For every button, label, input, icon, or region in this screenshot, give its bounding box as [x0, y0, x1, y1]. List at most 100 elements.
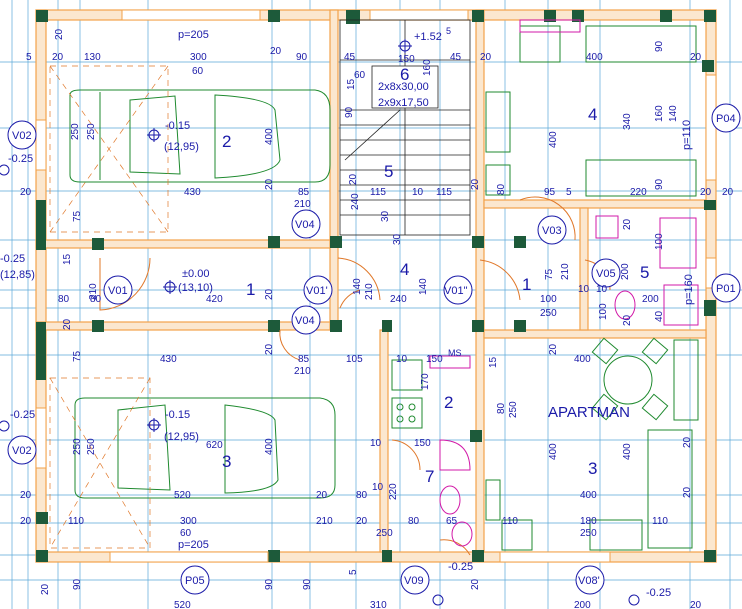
parapet-ms: MS [448, 348, 462, 358]
dim: 140 [668, 105, 679, 122]
stair-run-1: 2x8x30,00 [378, 81, 429, 93]
dim: 80 [408, 516, 420, 527]
furniture [391, 25, 699, 551]
dim: 90 [296, 52, 308, 63]
dim: 20 [264, 343, 275, 355]
level-bottom-b: -0.25 [646, 587, 671, 599]
level-left-c-abs: (12,85) [0, 269, 35, 281]
room-number-garage-top: 2 [222, 132, 231, 151]
room-number-hall-right: 1 [522, 275, 531, 294]
dim: 20 [316, 490, 328, 501]
dim: 250 [540, 308, 557, 319]
dim: 210 [88, 283, 99, 300]
dim: 15 [62, 253, 73, 265]
dim: 20 [52, 52, 64, 63]
dim: 80 [90, 294, 102, 305]
dim: 75 [72, 210, 83, 222]
dim: 80 [496, 183, 507, 195]
car-top [69, 89, 331, 183]
tag-v02-bottom: V02 [12, 445, 32, 457]
tag-v03: V03 [542, 225, 562, 237]
dim: 400 [580, 490, 597, 501]
dim: 45 [450, 52, 462, 63]
dim: 250 [508, 401, 519, 418]
level-garage-top-abs: (12,95) [164, 141, 199, 153]
dim: 520 [174, 600, 191, 609]
dim: 105 [346, 354, 363, 365]
tag-v02-top: V02 [12, 130, 32, 142]
room-number-garage-bottom: 3 [222, 452, 231, 471]
dim: 340 [622, 113, 633, 130]
dim: 40 [654, 310, 665, 322]
dim: 20 [348, 173, 359, 185]
dim: 60 [192, 66, 204, 77]
level-markers [0, 39, 640, 606]
dim: 115 [370, 187, 386, 198]
level-bottom-a: -0.25 [448, 561, 473, 573]
dim: 300 [190, 52, 207, 63]
dim: 400 [574, 354, 591, 365]
dim: 20 [622, 218, 633, 230]
dim: 90 [302, 578, 313, 590]
dim: 90 [344, 106, 355, 118]
dim: 20 [682, 486, 693, 498]
dim: 240 [350, 193, 361, 210]
dim: 140 [352, 278, 363, 295]
dim: 400 [264, 438, 275, 455]
dim: 90 [72, 578, 83, 590]
level-garage-bottom: -0.15 [165, 409, 190, 421]
dim: 115 [436, 187, 452, 198]
level-hall-abs: (13,10) [178, 282, 213, 294]
dim: 140 [418, 278, 429, 295]
dim: 65 [446, 516, 458, 527]
dim: 20 [470, 178, 481, 190]
dim: 220 [388, 483, 399, 500]
dim: 520 [174, 490, 191, 501]
dim: 200 [642, 294, 659, 305]
dim: 20 [722, 187, 734, 198]
dim: 430 [184, 187, 201, 198]
dim: 80 [356, 490, 368, 501]
dim: 210 [294, 199, 311, 210]
room-number-bath-5: 5 [640, 263, 649, 282]
room-number-hall-mid: 4 [400, 260, 409, 279]
dim: 250 [580, 528, 597, 539]
dim: 170 [420, 373, 431, 390]
dim: 90 [264, 578, 275, 590]
dim: 15 [488, 356, 499, 368]
dim: 95 [544, 187, 556, 198]
dim: 210 [560, 263, 571, 280]
dim: 20 [20, 187, 32, 198]
dim: 10 [578, 284, 590, 295]
dim: 20 [480, 52, 492, 63]
dim: 210 [364, 283, 375, 300]
dim: 20 [470, 578, 481, 590]
dim: 80 [58, 294, 70, 305]
dim: 250 [72, 438, 83, 455]
dim: 20 [270, 46, 282, 57]
room-number-hall-left: 1 [246, 280, 255, 299]
dim: 20 [700, 187, 712, 198]
tag-v05: V05 [596, 268, 616, 280]
dim: 20 [690, 600, 702, 609]
doors [99, 196, 611, 556]
dim: 220 [630, 187, 647, 198]
dim: 20 [40, 583, 51, 595]
parapet-top: p=205 [178, 29, 209, 41]
dim: 240 [390, 294, 407, 305]
dim: 20 [20, 490, 32, 501]
columns [36, 10, 716, 562]
tag-v01-b: V01' [306, 285, 328, 297]
dim: 60 [354, 70, 366, 81]
dim: 250 [70, 123, 81, 140]
dim: 15 [346, 78, 357, 90]
dim: 210 [294, 366, 311, 377]
dim: 100 [654, 233, 665, 250]
tag-v01-c: V01" [444, 285, 468, 297]
dim: 30 [380, 210, 391, 222]
tag-v09: V09 [404, 575, 424, 587]
level-left-b: -0.25 [10, 409, 35, 421]
dim: 200 [620, 263, 631, 280]
dim: 110 [68, 516, 84, 527]
